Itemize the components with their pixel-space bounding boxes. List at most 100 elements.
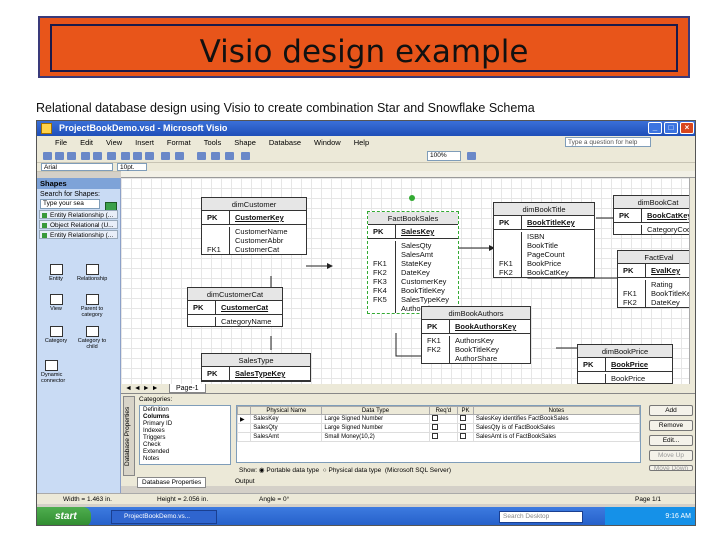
minimize-button[interactable]: _ [648, 122, 662, 134]
row-selector[interactable] [236, 432, 252, 442]
edit-column-button[interactable]: Edit... [649, 435, 693, 446]
cut-icon[interactable] [121, 152, 130, 160]
column-notes[interactable]: SalesQty is of FactBookSales [472, 423, 641, 433]
physical-name[interactable]: SalesAmt [250, 432, 323, 442]
preview-icon[interactable] [93, 152, 102, 160]
redo-icon[interactable] [175, 152, 184, 160]
spelling-icon[interactable] [107, 152, 116, 160]
menu-item-view[interactable]: View [106, 138, 123, 147]
dynamic-connector-shape[interactable]: Dynamic connector [41, 360, 71, 384]
menu-item-database[interactable]: Database [268, 138, 301, 147]
required-checkbox[interactable] [428, 423, 459, 433]
menu-item-insert[interactable]: Insert [135, 138, 154, 147]
category-item[interactable]: Columns [143, 413, 170, 420]
connector-tool-icon[interactable] [211, 152, 220, 160]
physical-data-type-radio[interactable]: Physical data type [328, 467, 382, 474]
entity-FactEval[interactable]: FactEvalPKEvalKeyFK1FK2RatingBookTitleKe… [617, 250, 689, 308]
help-icon[interactable] [467, 152, 476, 160]
physical-name[interactable]: SalesQty [250, 423, 323, 433]
pointer-tool-icon[interactable] [197, 152, 206, 160]
column-notes[interactable]: SalesAmt is of FactBookSales [472, 432, 641, 442]
category-to-child-shape[interactable]: Category to child [77, 326, 107, 350]
category-shape[interactable]: Category [41, 326, 71, 344]
physical-name[interactable]: SalesKey [250, 414, 323, 424]
taskbar-visio-item[interactable]: ProjectBookDemo.vs... [111, 510, 217, 524]
rotation-handle[interactable] [409, 195, 415, 201]
category-item[interactable]: Triggers [143, 434, 166, 441]
category-item[interactable]: Check [143, 441, 161, 448]
open-icon[interactable] [55, 152, 64, 160]
pk-checkbox[interactable] [457, 423, 474, 433]
new-icon[interactable] [43, 152, 52, 160]
entity-shape[interactable]: Entity [41, 264, 71, 282]
required-checkbox[interactable] [428, 432, 459, 442]
paste-icon[interactable] [145, 152, 154, 160]
stencil-entity-relationship[interactable]: Entity Relationship (... [39, 210, 118, 219]
column-notes[interactable]: SalesKey identifies FactBookSales [472, 414, 641, 424]
menu-item-window[interactable]: Window [314, 138, 341, 147]
menu-item-file[interactable]: File [55, 138, 68, 147]
category-item[interactable]: Extended [143, 448, 170, 455]
pk-checkbox[interactable] [457, 414, 474, 424]
category-item[interactable]: Indexes [143, 427, 165, 434]
portable-data-type-radio[interactable]: Portable data type [266, 467, 320, 474]
zoom-select[interactable]: 100% [427, 151, 461, 161]
tab-database-properties[interactable]: Database Properties [137, 477, 207, 488]
pk-checkbox[interactable] [457, 432, 474, 442]
menu-item-shape[interactable]: Shape [234, 138, 256, 147]
page-nav-arrows-icon[interactable]: ◄ ◄ ► ► [125, 385, 159, 392]
tab-page-1[interactable]: Page-1 [169, 384, 206, 393]
data-type[interactable]: Large Signed Number [321, 414, 430, 424]
font-size-select[interactable]: 10pt. [117, 163, 147, 171]
category-item[interactable]: Notes [143, 455, 160, 462]
add-column-button[interactable]: Add [649, 405, 693, 416]
line-tool-icon[interactable] [241, 152, 250, 160]
stencil-object-relational[interactable]: Object Relational (U... [39, 220, 118, 229]
remove-column-button[interactable]: Remove [649, 420, 693, 431]
tab-output[interactable]: Output [235, 478, 255, 485]
row-selector[interactable] [236, 423, 252, 433]
row-selector[interactable]: ▶ [236, 414, 252, 424]
desktop-search-input[interactable]: Search Desktop [499, 511, 583, 523]
parent-to-category-shape[interactable]: Parent to category [77, 294, 107, 318]
data-type[interactable]: Large Signed Number [321, 423, 430, 433]
copy-icon[interactable] [133, 152, 142, 160]
save-icon[interactable] [67, 152, 76, 160]
menu-item-tools[interactable]: Tools [203, 138, 222, 147]
relationship-shape[interactable]: Relationship [77, 264, 107, 282]
menu-item-help[interactable]: Help [353, 138, 370, 147]
maximize-button[interactable]: □ [664, 122, 678, 134]
text-tool-icon[interactable] [225, 152, 234, 160]
entity-dimBookCat[interactable]: dimBookCatPKBookCatKeyCategoryCode [613, 195, 689, 235]
undo-icon[interactable] [161, 152, 170, 160]
help-question-input[interactable]: Type a question for help [565, 137, 651, 147]
category-item[interactable]: Definition [143, 406, 169, 413]
view-shape[interactable]: View [41, 294, 71, 312]
stencil-entity-relationship-2[interactable]: Entity Relationship (... [39, 230, 118, 239]
move-up-button[interactable]: Move Up [649, 450, 693, 461]
menu-item-edit[interactable]: Edit [80, 138, 94, 147]
print-icon[interactable] [81, 152, 90, 160]
font-select[interactable]: Arial [41, 163, 113, 171]
category-item[interactable]: Primary ID [143, 420, 173, 427]
data-type[interactable]: Small Money(10,2) [321, 432, 430, 442]
close-button[interactable]: × [680, 122, 694, 134]
required-checkbox[interactable] [428, 414, 459, 424]
canvas-vertical-scrollbar[interactable] [689, 178, 695, 384]
move-down-button[interactable]: Move Down [649, 465, 693, 471]
start-button[interactable]: start [37, 507, 91, 525]
search-shapes-input[interactable]: Type your sea [40, 199, 100, 209]
menu-item-format[interactable]: Format [166, 138, 191, 147]
